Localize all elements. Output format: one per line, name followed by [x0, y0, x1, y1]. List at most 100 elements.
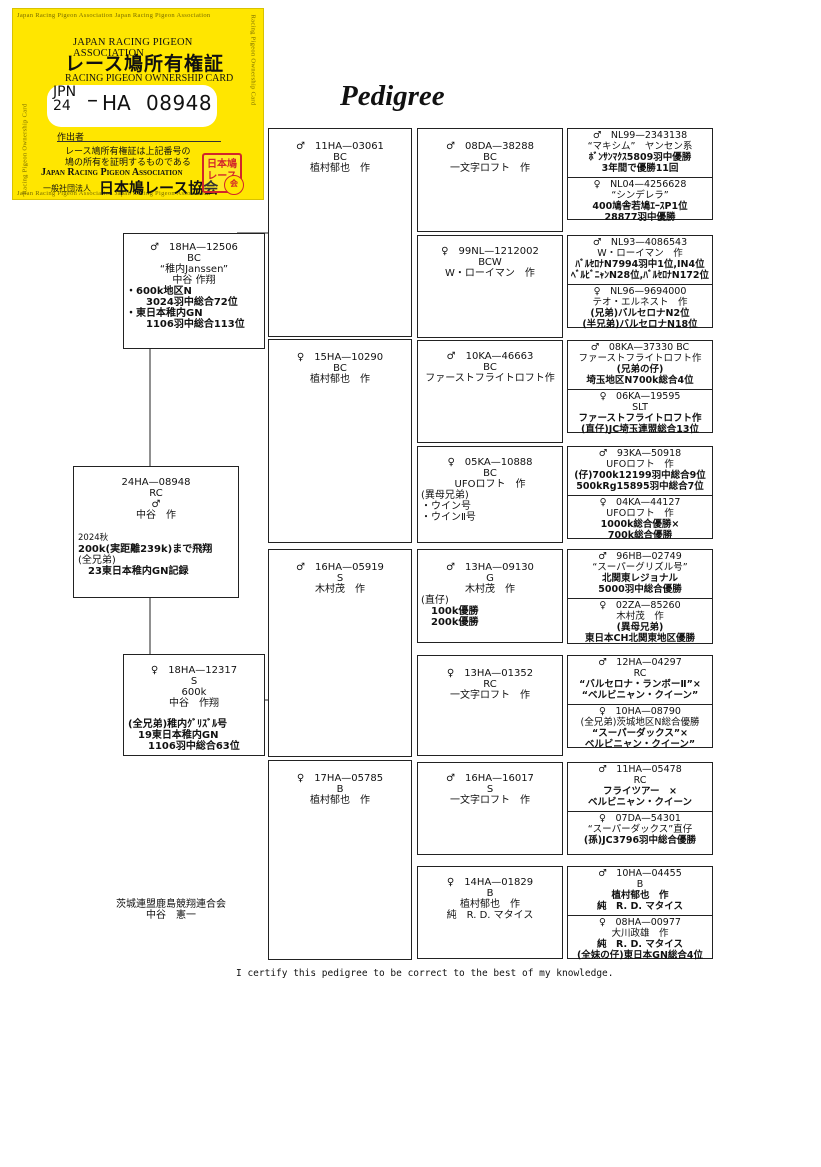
breeder-name: 中谷 憲一 [146, 910, 196, 921]
g4-dam-section: ♀ 10HA—08790(全兄弟)茨城地区N総合優勝“スーパーダックス”×ベルビ… [568, 705, 712, 750]
ggp-box-3: ♂ 10KA—46663 BC ファーストフライトロフト作 [417, 340, 563, 443]
g4-line: ♂ 96HB—02749 [598, 551, 682, 562]
ring-country: JPN [53, 84, 77, 100]
card-cert-line2: 鳩の所有を証明するものである [65, 158, 191, 168]
card-title-jp: レース鳩所有権証 [65, 53, 225, 75]
g4-line: (孫)JC3796羽中総合優勝 [583, 835, 697, 846]
ring-number: 08948 [146, 91, 213, 115]
g4-line: ♂ 10HA—04455 [598, 868, 682, 879]
card-assoc-en-bottom: Japan Racing Pigeon Association [41, 167, 183, 178]
g4-line: ♀ NL96—9694000 [593, 286, 687, 297]
g4-line: 埼玉地区N700k総合4位 [586, 375, 694, 386]
g4-line: 大川政雄 作 [611, 928, 669, 939]
g4-line: “ベルビニャン・クイーン” [581, 690, 699, 701]
g4-line: B [636, 879, 644, 890]
card-cert-line1: レース鳩所有権証は上記番号の [65, 147, 191, 157]
g4-line: 3年間で優勝11回 [601, 163, 679, 174]
subject-box: 24HA—08948 RC ♂ 中谷 作 2024秋 200k(実距離239k)… [73, 466, 239, 598]
g4-line: SLT [632, 402, 648, 413]
g4-line: ♂ 11HA—05478 [598, 764, 682, 775]
ggp4-note3: ・ウインⅡ号 [421, 512, 476, 523]
g4-line: ♀ NL04—4256628 [593, 179, 687, 190]
g4-line: (直仔)JC埼玉連盟総合13位 [581, 424, 699, 435]
gp1-color: BC [333, 152, 347, 163]
gp2-owner: 植村郁也 作 [310, 374, 370, 385]
ggp4-ring: ♀ 05KA—10888 [447, 457, 533, 468]
dam-note-2: 19東日本稚内GN [128, 730, 219, 741]
breeder-block: 茨城連盟鹿島競翔連合会 中谷 憲一 [100, 899, 242, 921]
g4-line: ♂ 93KA—50918 [598, 448, 682, 459]
g4-line: RC [633, 775, 647, 786]
subject-note-4: (全兄弟) [78, 555, 116, 566]
gp1-owner: 植村郁也 作 [310, 163, 370, 174]
g4-line: ♀ 06KA—19595 [599, 391, 681, 402]
pedigree-heading: Pedigree [340, 80, 445, 112]
g4-line: W・ローイマン 作 [597, 248, 683, 259]
g4-line: 純 R. D. マタイス [597, 939, 683, 950]
ring-number-plate [47, 85, 217, 127]
sire-name: “稚内Janssen” [159, 264, 229, 275]
g4-line: ﾊﾞﾙｾﾛﾅN7994羽中1位,IN4位 [575, 259, 705, 270]
card-assoc-jp: 日本鳩レース協会 [99, 179, 219, 197]
ggp7-line1: 一文字ロフト 作 [450, 795, 530, 806]
grandparent-box-1: ♂ 11HA—03061 BC 植村郁也 作 [268, 128, 412, 337]
grandparent-box-4: ♀ 17HA—05785 B 植村郁也 作 [268, 760, 412, 960]
g4-line: ♂ NL93—4086543 [592, 237, 688, 248]
g4-line: “シンデレラ” [611, 190, 669, 201]
card-border-bottom: Japan Racing Pigeon Association Japan Ra… [17, 190, 211, 197]
ggp6-ring: ♀ 13HA—01352 [446, 668, 534, 679]
g4-line: 木村茂 作 [616, 611, 664, 622]
g4-line: 1000k総合優勝× [600, 519, 680, 530]
ggp4-line1: UFOロフト 作 [454, 479, 526, 490]
g4-line: ﾎﾞﾝｻﾝﾏｸｽ5809羽中優勝 [588, 152, 692, 163]
g4-line: “スーパーグリズル号” [592, 562, 688, 573]
ggp-box-4: ♀ 05KA—10888 BC UFOロフト 作 (異母兄弟) ・ウイン号 ・ウ… [417, 446, 563, 543]
subject-owner: 中谷 作 [136, 510, 176, 521]
g4-line: ベルビニャン・クイーン” [584, 739, 696, 750]
g4-line: ファーストフライトロフト作 [578, 413, 702, 424]
g4-line: 400鳩舎若鳩ｴｰｽP1位 [592, 201, 688, 212]
sire-note-1: ・600k地区N [126, 286, 192, 297]
subject-note-2: 200k(実距離239k)まで飛翔 [78, 544, 213, 555]
ggp4-note1: (異母兄弟) [421, 490, 469, 501]
dam-box: ♀ 18HA—12317 S 600k 中谷 作翔 (全兄弟)稚内ｸﾞﾘｽﾞﾙ号… [123, 654, 265, 756]
ggp7-color: S [486, 784, 494, 795]
g4-line: フライツアー × [603, 786, 677, 797]
sire-box: ♂ 18HA—12506 BC “稚内Janssen” 中谷 作翔 ・600k地… [123, 233, 265, 349]
g4-line: “スーパーダックス”直仔 [587, 824, 693, 835]
gp4-owner: 植村郁也 作 [310, 795, 370, 806]
ggp4-note2: ・ウイン号 [421, 501, 471, 512]
card-author-label: 作出者 [57, 133, 85, 143]
g4-line: UFOロフト 作 [606, 459, 674, 470]
ggp5-note3: 200k優勝 [421, 617, 479, 628]
gp3-owner: 木村茂 作 [315, 584, 365, 595]
breeder-club: 茨城連盟鹿島競翔連合会 [116, 899, 226, 910]
g4-line: ♀ 08HA—00977 [599, 917, 681, 928]
gp4-color: B [336, 784, 344, 795]
ring-dash: – [87, 88, 98, 113]
subject-color: RC [149, 488, 163, 499]
dam-owner: 中谷 作翔 [169, 698, 219, 709]
card-border-top: Japan Racing Pigeon Association Japan Ra… [17, 12, 211, 19]
g4-line: ♀ 10HA—08790 [599, 706, 681, 717]
g4-line: (仔)700k12199羽中総合9位 [574, 470, 706, 481]
g4-line: ♀ 07DA—54301 [599, 813, 681, 824]
ggp3-line1: ファーストフライトロフト作 [425, 373, 555, 384]
gp3-color: S [336, 573, 344, 584]
ggp5-line1: 木村茂 作 [465, 584, 515, 595]
g4-line: “マキシム” ヤンセン系 [587, 141, 693, 152]
ggp6-line1: 一文字ロフト 作 [450, 690, 530, 701]
ggp-box-5: ♂ 13HA—09130 G 木村茂 作 (直仔) 100k優勝 200k優勝 [417, 549, 563, 643]
g4-line: 北関東レジョナル [601, 573, 678, 584]
card-assoc-prefix: 一般社団法人 [43, 184, 91, 193]
ggp3-ring: ♂ 10KA—46663 [446, 351, 534, 362]
